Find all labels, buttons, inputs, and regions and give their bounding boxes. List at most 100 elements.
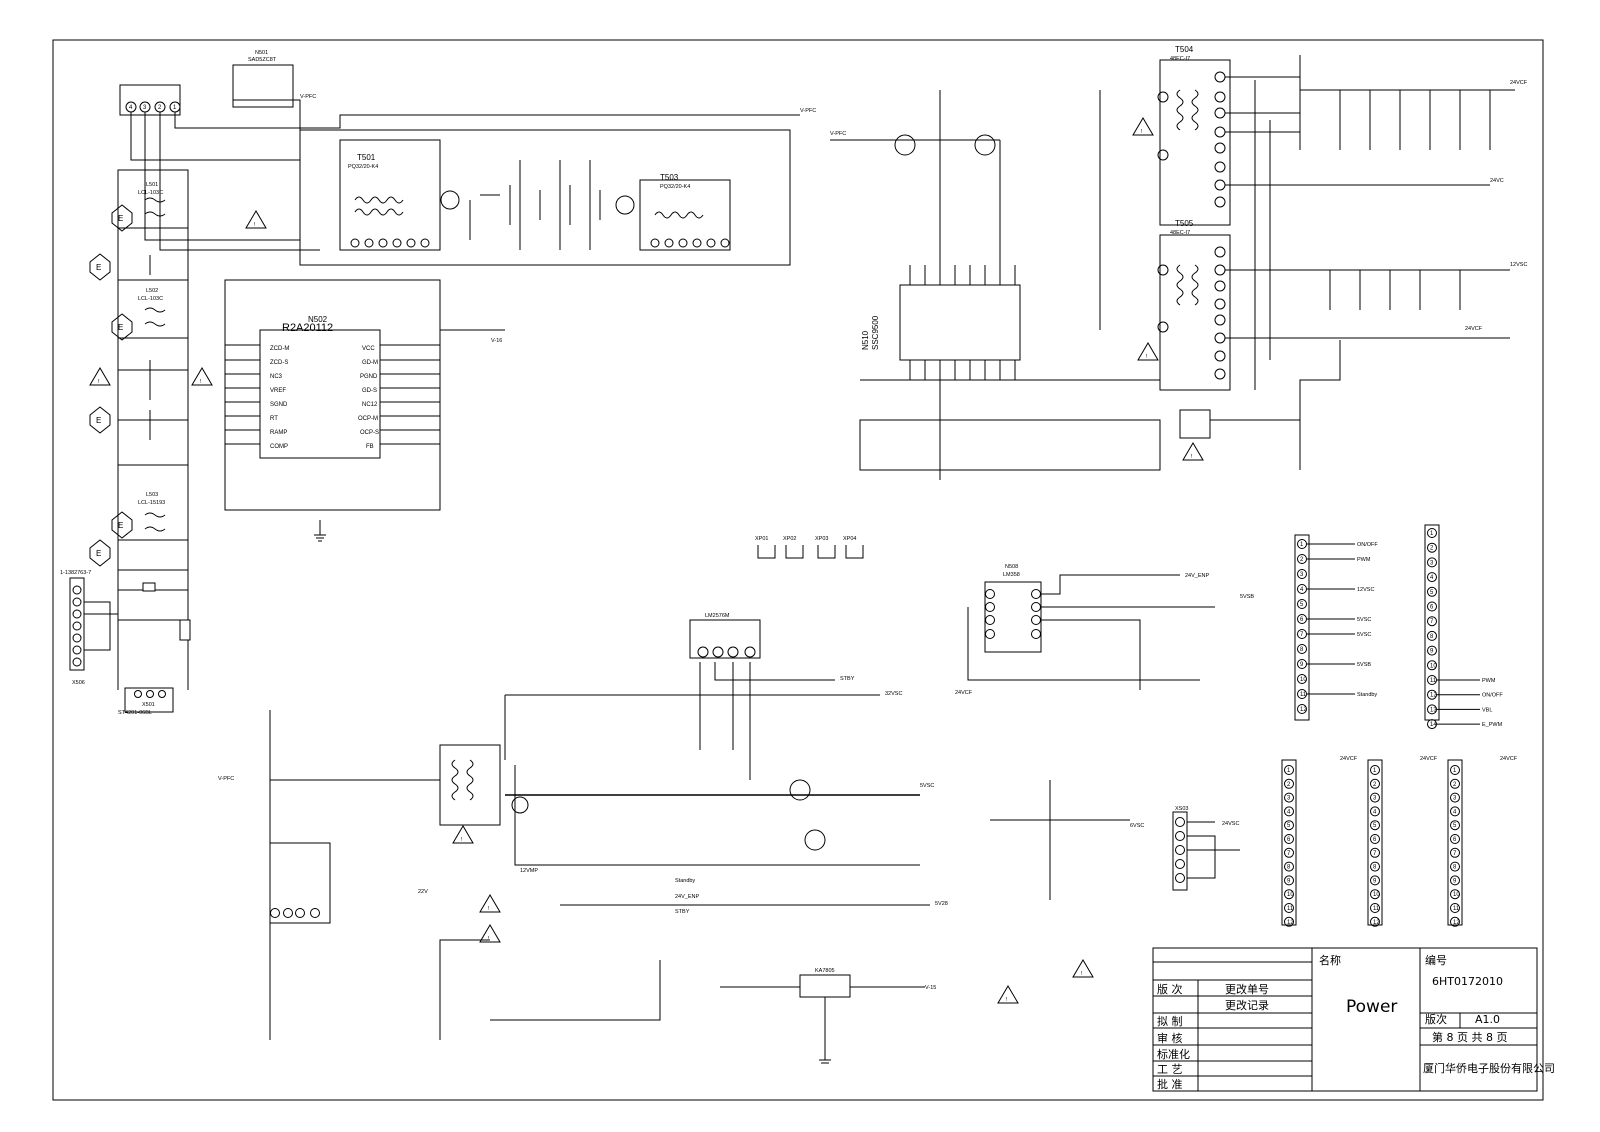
pin-number: 7 <box>1373 851 1377 857</box>
pin-number: 6 <box>1300 617 1304 623</box>
connector-pin <box>1450 820 1460 831</box>
svg-text:NC12: NC12 <box>362 402 378 408</box>
svg-text:12VMP: 12VMP <box>520 868 538 874</box>
svg-text:24V_ENP: 24V_ENP <box>1185 573 1209 579</box>
svg-text:LCL-103C: LCL-103C <box>138 296 163 302</box>
pin-label: Standby <box>1357 692 1377 698</box>
svg-text:!: ! <box>488 906 490 912</box>
svg-text:V-15: V-15 <box>925 985 936 991</box>
pin-number: 1 <box>1300 542 1304 548</box>
pin-number: 11 <box>1373 906 1380 912</box>
pin-number: 12 <box>1300 707 1307 713</box>
connector-pin <box>1297 599 1307 609</box>
pin-number: 1 <box>1430 531 1434 537</box>
svg-text:E: E <box>96 549 101 558</box>
pin-number: 7 <box>1300 632 1304 638</box>
svg-text:STBY: STBY <box>840 676 855 682</box>
svg-text:L501: L501 <box>146 182 158 188</box>
connector-pin <box>1427 616 1437 627</box>
connector-pin <box>1297 704 1307 714</box>
svg-text:E: E <box>118 521 123 530</box>
svg-text:LM2576M: LM2576M <box>705 613 730 619</box>
pin-label: 5VSC <box>1357 632 1371 638</box>
svg-text:T503: T503 <box>660 173 679 182</box>
connector-pin <box>1370 765 1380 775</box>
pin-number: 9 <box>1430 649 1434 655</box>
earth-symbols: E E E E E E <box>89 204 133 567</box>
svg-text:24VCF: 24VCF <box>1420 756 1438 762</box>
pin-number: 13 <box>1430 707 1437 713</box>
connector-pin <box>1450 903 1460 913</box>
connector-pin <box>1450 875 1460 886</box>
svg-text:VCC: VCC <box>362 346 375 352</box>
connector-pin <box>1284 806 1294 817</box>
xs03-connector: XS03 24VSC 6VSC <box>990 780 1240 900</box>
pin-number: 12 <box>1287 920 1294 926</box>
svg-text:XP04: XP04 <box>843 536 856 542</box>
connector-pin <box>1297 539 1307 549</box>
svg-text:审 核: 审 核 <box>1157 1031 1183 1045</box>
svg-text:V-PFC: V-PFC <box>218 776 234 782</box>
svg-text:拟 制: 拟 制 <box>1157 1014 1183 1028</box>
ac-input-section: 4 3 2 1 N501 SAD5ZC8T L501 LCL-103C L502… <box>60 50 800 716</box>
connector-pin <box>1370 889 1380 900</box>
svg-text:T504: T504 <box>1175 45 1194 54</box>
connector-pin <box>1370 847 1380 858</box>
pin-label: E_PWM <box>1482 722 1503 728</box>
pin-number: 5 <box>1430 590 1434 596</box>
svg-text:!: ! <box>200 379 202 385</box>
svg-text:FB: FB <box>366 444 374 450</box>
connector-pin <box>1284 820 1294 831</box>
l501-filter: L501 LCL-103C <box>117 169 189 229</box>
pin-number: 8 <box>1300 647 1304 653</box>
svg-text:24VCF: 24VCF <box>1340 756 1358 762</box>
svg-text:V-PFC: V-PFC <box>300 94 316 100</box>
svg-text:批 准: 批 准 <box>1157 1077 1183 1091</box>
svg-text:版 次: 版 次 <box>1157 982 1183 996</box>
svg-text:E: E <box>96 263 101 272</box>
pin-number: 10 <box>1287 892 1294 898</box>
pin-number: 7 <box>1430 619 1434 625</box>
pin-number: 3 <box>1453 796 1457 802</box>
svg-text:V-16: V-16 <box>491 338 502 344</box>
pin-number: 10 <box>1430 663 1437 669</box>
pin-number: 5 <box>1300 602 1304 608</box>
l503-filter: L503 LCL-15193 <box>117 464 189 541</box>
svg-text:LM358: LM358 <box>1003 572 1020 578</box>
pin-number: 7 <box>1287 851 1291 857</box>
connector-pin <box>1284 765 1294 775</box>
svg-text:5VSB: 5VSB <box>1240 594 1254 600</box>
svg-text:1: 1 <box>173 105 177 111</box>
pin-number: 4 <box>1300 587 1304 593</box>
x506-connector: 1-1382763-7 X506 <box>60 570 118 686</box>
pin-number: 10 <box>1300 677 1307 683</box>
svg-text:L502: L502 <box>146 288 158 294</box>
connector-pin <box>1427 557 1437 568</box>
pin-number: 2 <box>1430 546 1434 552</box>
connector-pin <box>1370 792 1380 803</box>
svg-text:SSC9500: SSC9500 <box>871 315 880 350</box>
svg-text:ST4201-06BL: ST4201-06BL <box>118 710 152 716</box>
name-label: 名称 <box>1319 953 1341 967</box>
pin-number: 7 <box>1453 851 1457 857</box>
svg-text:1-1382763-7: 1-1382763-7 <box>60 570 91 576</box>
pin-number: 11 <box>1453 906 1460 912</box>
connector-pin <box>1297 659 1307 669</box>
svg-text:!: ! <box>1141 129 1143 135</box>
warning-icon: ! ! ! ! ! <box>452 825 1094 1004</box>
connector-pin <box>1370 875 1380 886</box>
pin-number: 2 <box>1287 782 1291 788</box>
pin-label: 5VSC <box>1357 617 1371 623</box>
connector-pin <box>1297 644 1307 654</box>
pin-number: 5 <box>1287 823 1291 829</box>
svg-text:X506: X506 <box>72 680 85 686</box>
pin-number: 11 <box>1287 906 1294 912</box>
pin-number: 4 <box>1453 809 1457 815</box>
connector-bank-bottom: 24VCF 24VCF 24VCF <box>1281 756 1518 926</box>
pin-label: PWM <box>1482 678 1496 684</box>
connector-pin <box>1427 542 1437 553</box>
connector-pin <box>1427 675 1437 685</box>
number-label: 编号 <box>1425 953 1447 967</box>
svg-text:T501: T501 <box>357 153 376 162</box>
